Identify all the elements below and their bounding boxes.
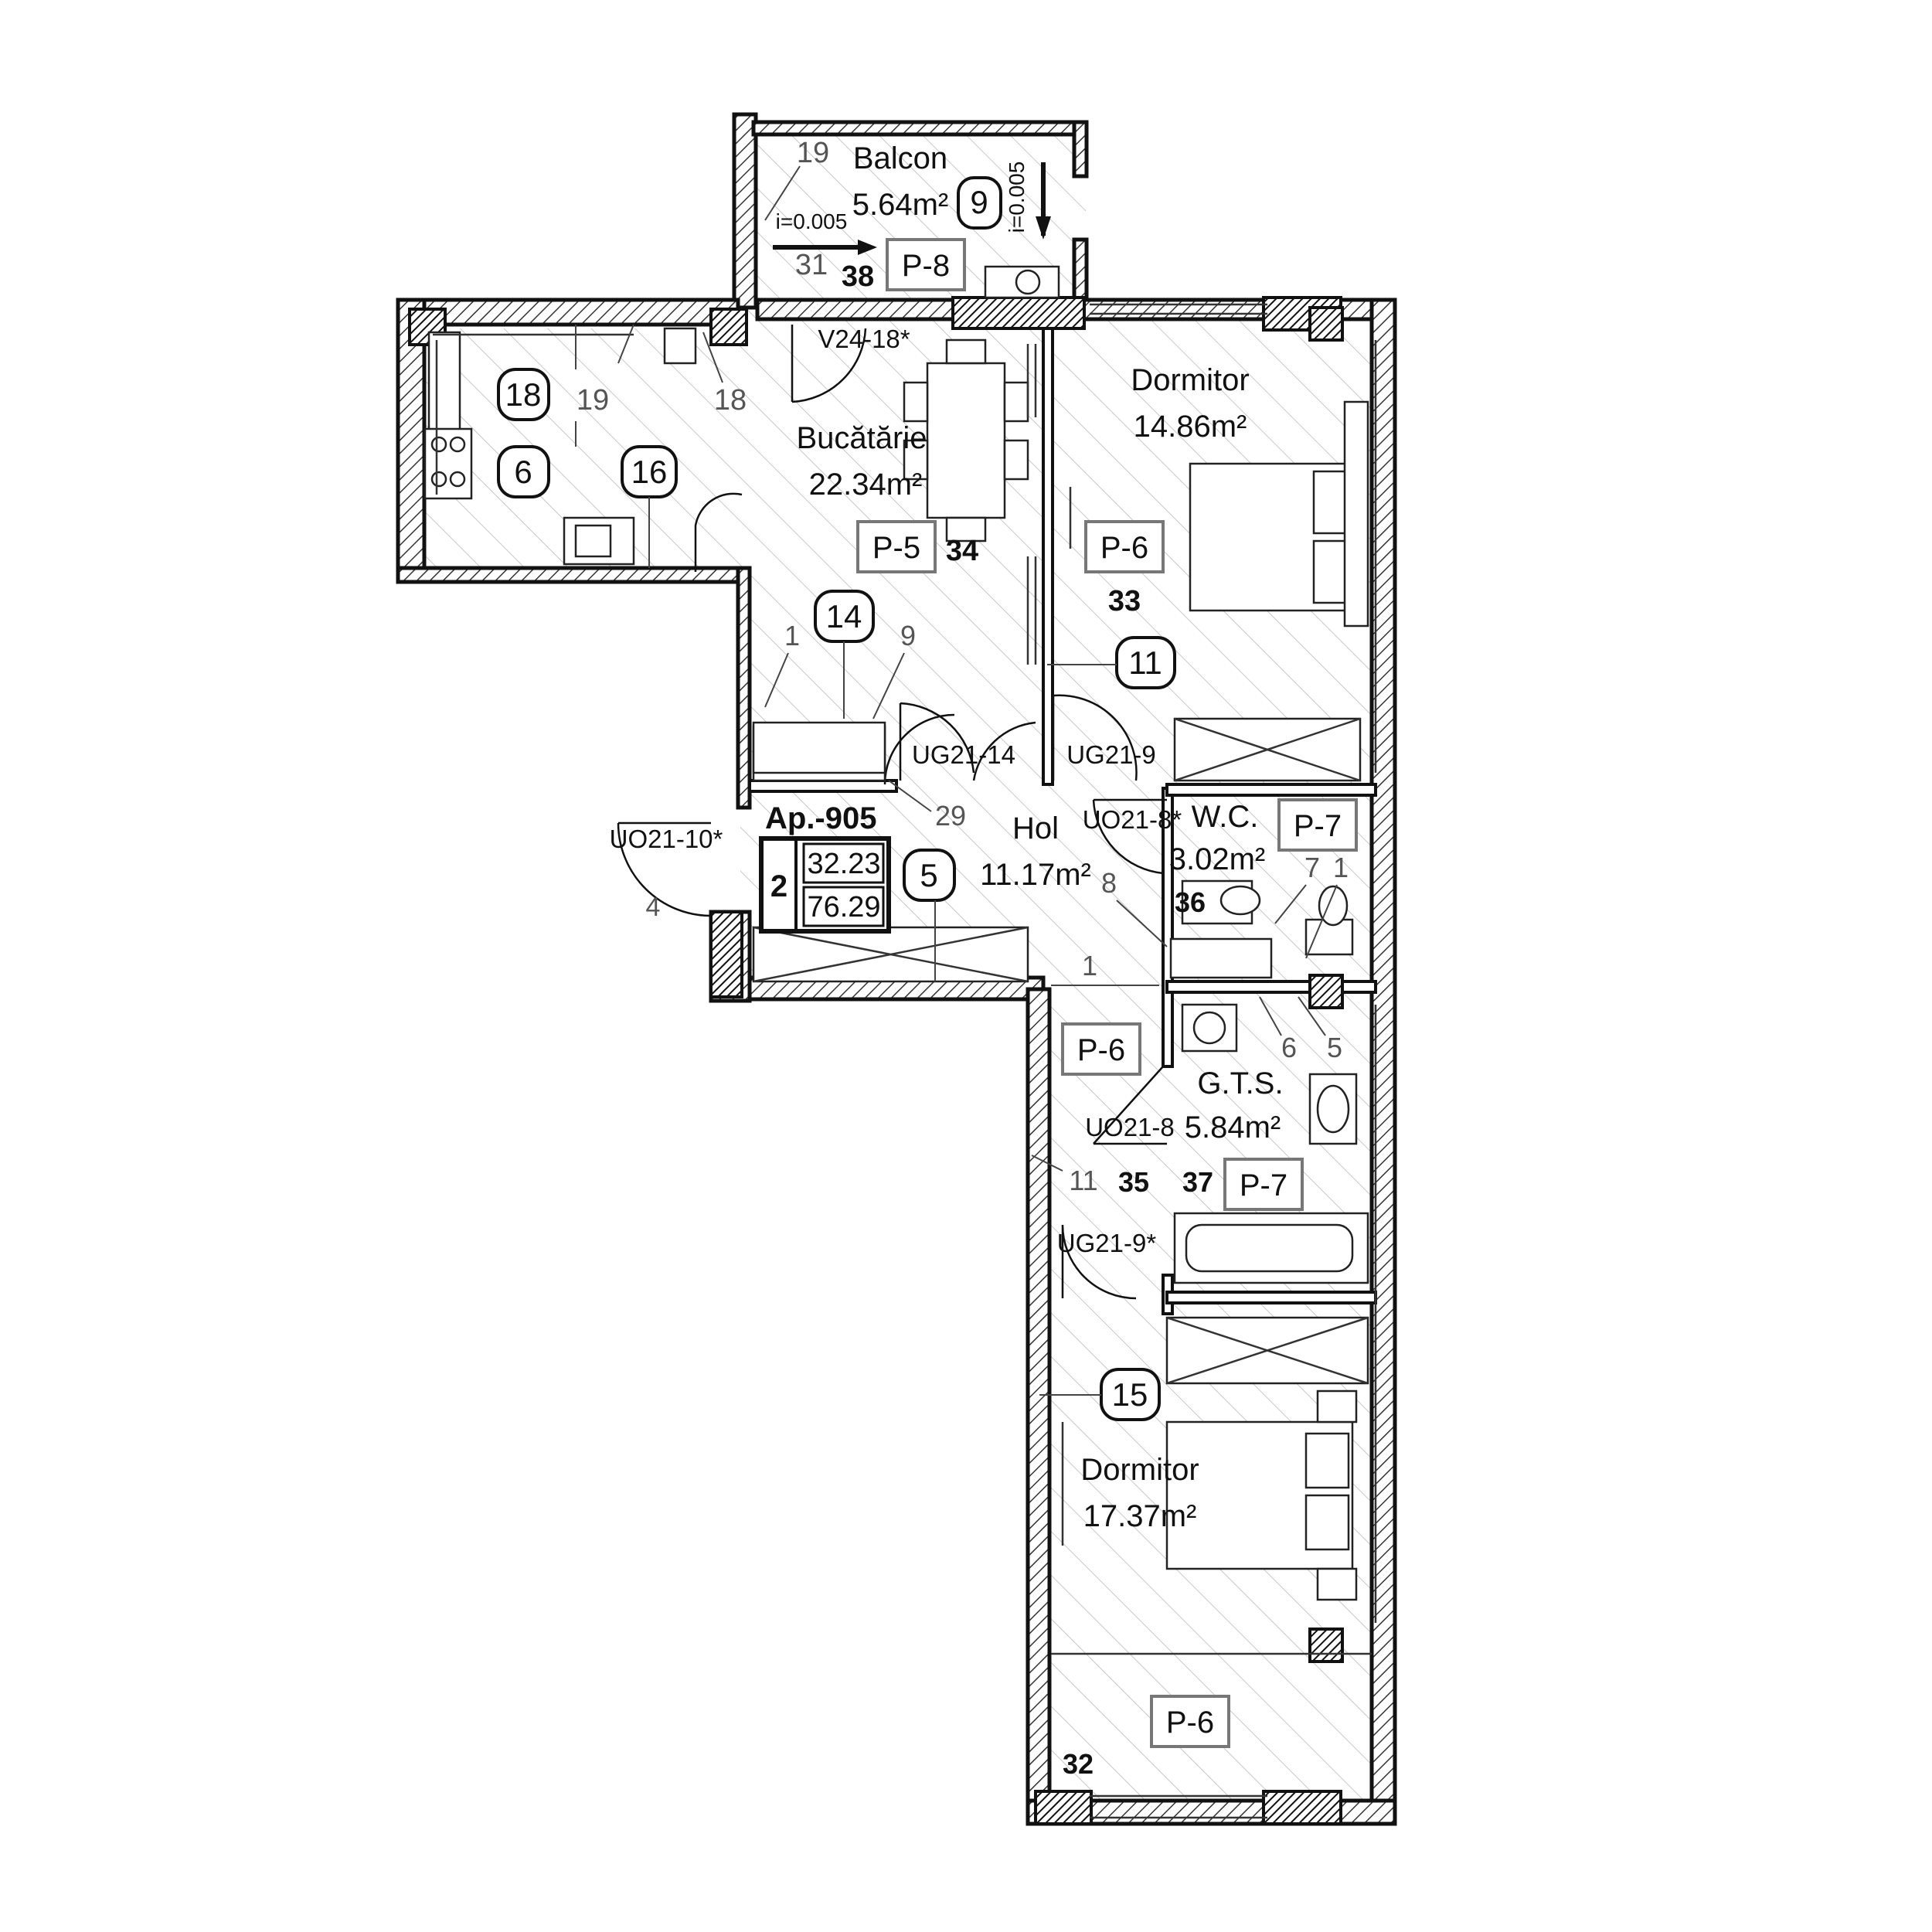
room-name-bedroom2: Dormitor [1080,1453,1199,1487]
toilet-icon [1304,918,1354,956]
door-code: UG21-9 [1066,740,1156,769]
room-area-kitchen: 22.34m² [809,468,923,502]
index-marker: 1 [1082,950,1097,981]
finish-tag: P-6 [1166,1706,1214,1740]
room-area-hol: 11.17m² [980,858,1091,892]
room-name-gts: G.T.S. [1197,1066,1283,1100]
finish-tag: P-5 [872,531,920,565]
index-marker: 19 [577,384,609,417]
circle-markers: 9 18 6 16 14 11 5 15 [497,176,1176,1421]
finish-tag: P-8 [902,249,950,283]
finish-tag: P-6 [1100,531,1148,565]
circle-marker: 6 [514,454,532,490]
index-marker: 4 [646,893,661,922]
index-marker: 6 [1281,1032,1297,1063]
room-area-wc: 3.02m² [1169,842,1266,876]
index-marker: 5 [1327,1032,1342,1063]
index-markers: 19 31 19 18 1 9 29 4 8 7 1 1 6 5 11 [577,137,1349,1196]
room-name-balcon: Balcon [853,141,947,175]
index-marker: 1 [784,620,800,651]
door-code: UG21-9* [1057,1229,1157,1257]
apartment-legend: Ap.-905 2 32.23 76.29 [759,801,891,934]
room-num-hol: 35 [1118,1166,1149,1198]
slope-labels: i=0.005 i=0.005 [776,162,1029,233]
room-num-gts: 37 [1182,1166,1213,1198]
index-marker: 8 [1101,867,1117,899]
fixtures [423,162,1372,1655]
door-code: UO21-8* [1083,805,1182,834]
slope-label: i=0.005 [1005,162,1029,233]
room-area-bedroom1: 14.86m² [1134,410,1247,444]
room-num-kitchen: 34 [946,535,978,567]
room-area-balcon: 5.64m² [852,188,949,222]
room-num-bedroom2: 32 [1063,1748,1094,1780]
room-name-bedroom1: Dormitor [1131,363,1249,397]
finish-tag: P-7 [1294,809,1342,843]
stove-icon [423,427,473,500]
finish-tags: P-8 P-5 P-6 P-7 P-7 P-6 P-6 [856,238,1358,1748]
room-num-balcon: 38 [842,260,874,293]
apartment-area-useful: 32.23 [807,848,880,880]
apartment-code: Ap.-905 [765,801,877,835]
room-area-gts: 5.84m² [1185,1111,1281,1145]
ac-unit-icon [1015,269,1041,295]
finish-tag: P-7 [1240,1168,1287,1202]
circle-marker: 18 [505,376,542,413]
windows [1090,303,1377,1819]
room-area-bedroom2: 17.37m² [1083,1499,1197,1533]
circle-marker: 5 [920,857,937,893]
index-marker: 1 [1333,852,1349,883]
door-code: V24-18* [818,325,910,353]
circle-marker: 9 [970,184,988,220]
room-labels: Balcon 5.64m² 38 Bucătărie 22.34m² 34 Do… [797,141,1284,1780]
index-marker: 18 [714,384,747,417]
columns [408,296,1344,1825]
room-name-kitchen: Bucătărie [797,421,927,455]
room-name-wc: W.C. [1192,800,1259,834]
index-marker: 9 [900,620,916,651]
door-code: UG21-14 [912,740,1015,769]
index-marker: 29 [935,800,966,832]
finish-tag: P-6 [1077,1033,1125,1067]
slope-label: i=0.005 [776,209,848,233]
circle-marker: 14 [826,598,862,634]
room-name-hol: Hol [1012,811,1059,845]
apartment-area-total: 76.29 [807,891,880,923]
door-code: UO21-10* [610,825,723,853]
doors [617,325,1167,1300]
index-marker: 7 [1304,852,1320,883]
circle-marker: 11 [1128,645,1162,681]
circle-marker: 16 [631,454,668,490]
door-codes: V24-18* UG21-14 UG21-9 UO21-8* UO21-10* … [610,325,1182,1257]
index-marker: 31 [795,249,828,281]
door-code: UO21-8 [1085,1113,1175,1141]
apartment-rooms: 2 [770,869,787,903]
room-num-wc: 36 [1175,886,1206,918]
dining-table [926,362,1006,519]
room-num-bedroom1: 33 [1108,585,1141,617]
index-marker: 11 [1069,1165,1097,1196]
index-marker: 19 [797,137,829,169]
circle-marker: 15 [1112,1376,1148,1413]
